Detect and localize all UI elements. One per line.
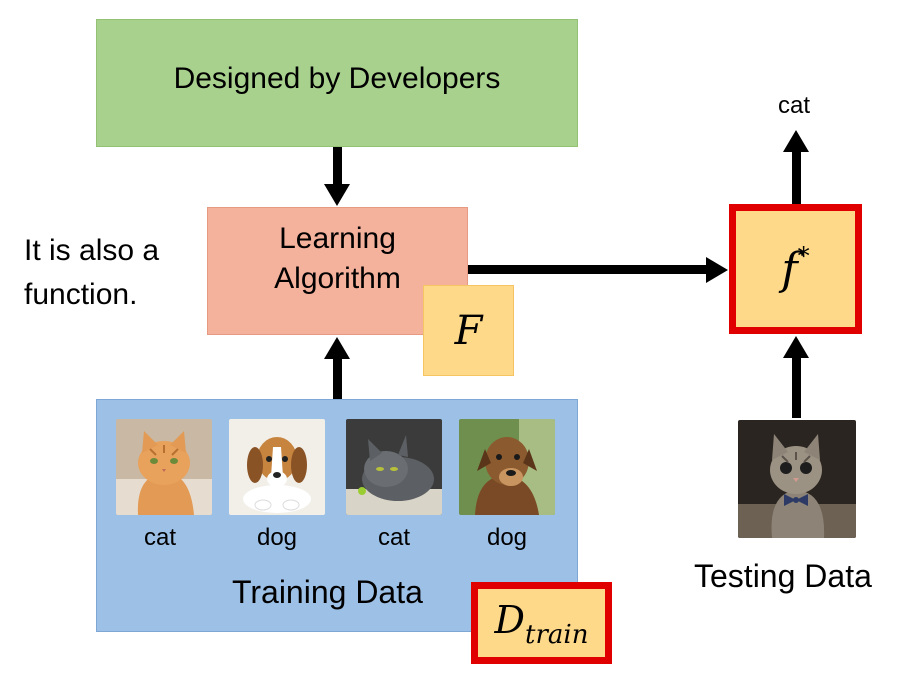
training-set-subscript: train <box>525 620 589 651</box>
arrow-algorithm-to-function <box>468 265 708 274</box>
function-set-box: F <box>423 285 514 376</box>
designer-label: Designed by Developers <box>173 62 501 95</box>
arrow-training-to-algorithm-head <box>324 337 350 359</box>
designer-box: Designed by Developers <box>96 19 578 147</box>
arrow-testing-to-function-head <box>783 336 809 358</box>
output-label: cat <box>778 92 811 119</box>
arrow-testing-to-function <box>792 356 801 418</box>
algorithm-label-line1: Learning <box>279 222 396 255</box>
training-label-2: dog <box>256 524 298 551</box>
training-set-symbol: Dtrain <box>494 597 589 651</box>
arrow-training-to-algorithm <box>333 357 342 399</box>
testing-data-title: Testing Data <box>694 558 872 594</box>
function-symbol: F <box>454 307 483 354</box>
training-label-1: cat <box>143 524 176 551</box>
testing-image-kitten <box>738 420 856 538</box>
algorithm-label-line2: Algorithm <box>274 262 401 295</box>
training-image-gray-cat <box>346 419 442 515</box>
training-data-title: Training Data <box>232 574 423 610</box>
training-set-base: D <box>494 597 525 642</box>
arrow-algorithm-to-function-head <box>706 257 728 283</box>
learned-function-superscript: * <box>797 241 810 270</box>
side-note: It is also a function. <box>24 234 160 311</box>
arrow-function-to-output-head <box>783 130 809 152</box>
learned-function-symbol: f* <box>781 241 810 295</box>
arrow-designer-to-algorithm-head <box>324 184 350 206</box>
learning-algorithm-box: Learning Algorithm <box>207 207 468 335</box>
training-label-3: cat <box>377 524 410 551</box>
arrow-function-to-output <box>792 152 801 204</box>
learned-function-base: f <box>781 243 798 295</box>
training-image-orange-cat <box>116 419 212 515</box>
training-image-beagle-puppy <box>229 419 325 515</box>
learned-function-box: f* <box>729 204 862 334</box>
training-set-box: Dtrain <box>471 582 612 664</box>
training-image-brown-dog <box>459 419 555 515</box>
arrow-designer-to-algorithm <box>333 147 342 185</box>
training-label-4: dog <box>486 524 528 551</box>
